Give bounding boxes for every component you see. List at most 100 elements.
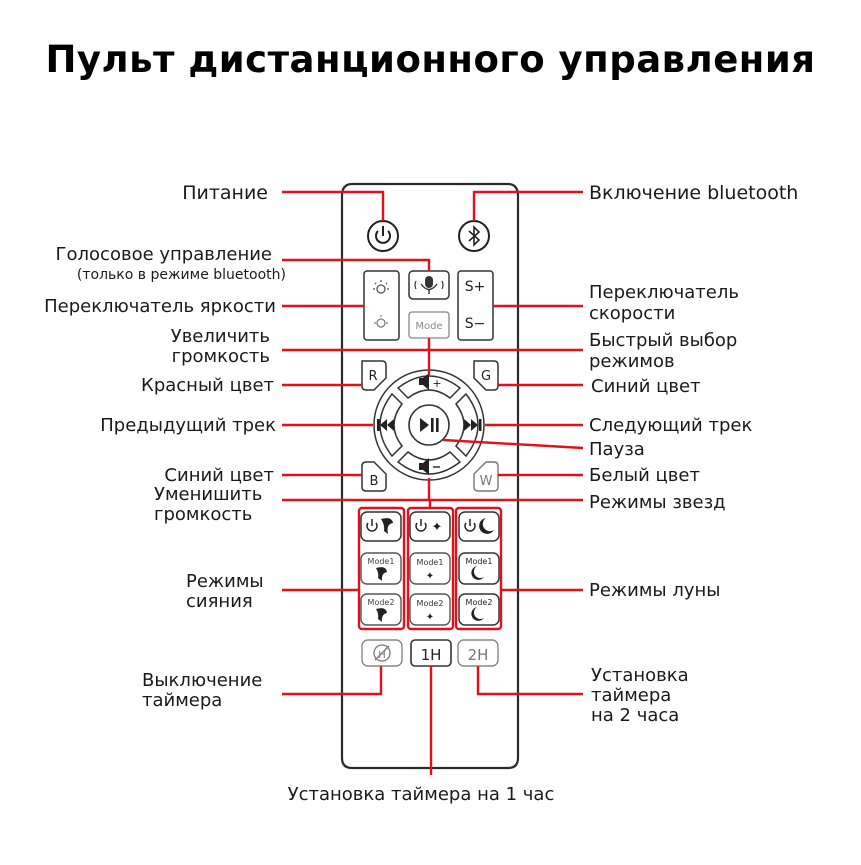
- moon-icon: [471, 607, 484, 621]
- callout-boxes: [357, 506, 503, 631]
- play-pause-icon: [420, 418, 439, 432]
- aurora-modes-group: Mode1 Mode2: [360, 511, 402, 626]
- blue-button-label: B: [370, 474, 379, 489]
- power-icon: [375, 226, 391, 244]
- power-button[interactable]: [367, 220, 399, 252]
- svg-text:+: +: [432, 377, 441, 390]
- label-white-color: Белый цвет: [589, 465, 700, 486]
- svg-text:H: H: [378, 650, 386, 661]
- label-aurora-2: сияния: [186, 591, 253, 612]
- mode-button[interactable]: Mode: [408, 311, 450, 339]
- label-next-track: Следующий трек: [589, 415, 752, 436]
- white-button[interactable]: W: [473, 461, 499, 492]
- red-button[interactable]: R: [361, 360, 387, 391]
- page-title: Пульт дистанционного управления: [45, 38, 816, 81]
- label-speed-1: Переключатель: [589, 282, 739, 303]
- dpad: +: [373, 369, 485, 481]
- next-track-icon: [464, 419, 482, 431]
- speed-up-label: S+: [465, 279, 486, 295]
- callout-lines: [282, 190, 584, 775]
- label-blue-color-right: Синий цвет: [591, 376, 701, 397]
- bluetooth-icon: [468, 225, 481, 247]
- star-power-button[interactable]: ✦: [409, 511, 451, 542]
- moon-icon: [471, 566, 484, 580]
- aurora-mode1-label: Mode1: [368, 557, 395, 566]
- red-button-label: R: [368, 369, 377, 384]
- previous-track-button[interactable]: [377, 392, 403, 458]
- timer-2h-button-label: 2H: [468, 646, 489, 664]
- label-timer-2h-3: на 2 часа: [591, 705, 679, 726]
- moon-mode2-button[interactable]: Mode2: [458, 593, 500, 626]
- label-timer-2h-1: Установка: [591, 665, 689, 686]
- aurora-icon: [381, 518, 393, 534]
- moon-power-button[interactable]: [458, 511, 500, 542]
- label-prev-track: Предыдущий трек: [100, 415, 276, 436]
- timer-off-button[interactable]: H: [361, 639, 403, 667]
- moon-modes-group: Mode1 Mode2: [458, 511, 500, 626]
- aurora-power-button[interactable]: [360, 511, 402, 542]
- label-vol-down-2: громкость: [154, 504, 252, 525]
- label-brightness: Переключатель яркости: [44, 296, 276, 317]
- timer-2h-button[interactable]: 2H: [457, 639, 499, 667]
- moon-mode2-label: Mode2: [466, 598, 493, 607]
- play-pause-button[interactable]: [408, 404, 450, 446]
- label-blue-color-left: Синий цвет: [164, 465, 274, 486]
- moon-mode1-label: Mode1: [466, 557, 493, 566]
- brightness-down-icon: [374, 315, 388, 328]
- aurora-icon: [376, 608, 387, 622]
- bluetooth-button[interactable]: [458, 220, 490, 252]
- previous-track-icon: [377, 419, 394, 431]
- speed-buttons[interactable]: S+ S−: [457, 270, 494, 341]
- blue-button[interactable]: B: [361, 461, 387, 492]
- moon-mode1-button[interactable]: Mode1: [458, 552, 500, 585]
- label-voice-1: Голосовое управление: [56, 244, 272, 265]
- timer-1h-button[interactable]: 1H: [410, 639, 452, 667]
- green-button-label: G: [481, 369, 491, 384]
- label-bluetooth-on: Включение bluetooth: [589, 182, 798, 204]
- white-button-label: W: [480, 474, 493, 489]
- label-power: Питание: [182, 182, 268, 204]
- label-timer-off-1: Выключение: [142, 670, 262, 691]
- label-quick-mode-1: Быстрый выбор: [589, 330, 737, 351]
- microphone-icon: [414, 276, 444, 294]
- aurora-mode2-button[interactable]: Mode2: [360, 593, 402, 626]
- label-red-color: Красный цвет: [141, 375, 274, 396]
- label-voice-2: (только в режиме bluetooth): [77, 267, 286, 283]
- label-quick-mode-2: режимов: [589, 351, 675, 372]
- volume-down-button[interactable]: [396, 451, 462, 475]
- star-icon: ✦: [426, 571, 434, 582]
- star-icon: ✦: [432, 520, 443, 535]
- label-aurora-1: Режимы: [186, 571, 264, 592]
- star-mode2-label: Mode2: [417, 599, 444, 608]
- aurora-mode2-label: Mode2: [368, 598, 395, 607]
- brightness-up-icon: [373, 280, 389, 294]
- speed-down-label: S−: [465, 316, 486, 332]
- label-star-modes: Режимы звезд: [589, 492, 726, 513]
- voice-button[interactable]: [408, 270, 450, 300]
- aurora-mode1-button[interactable]: Mode1: [360, 552, 402, 585]
- volume-up-icon: +: [419, 373, 442, 390]
- star-mode1-button[interactable]: Mode1 ✦: [409, 552, 451, 585]
- label-vol-down-1: Уменишить: [154, 484, 262, 505]
- label-timer-2h-2: таймера: [591, 685, 671, 706]
- volume-up-button[interactable]: +: [396, 373, 462, 399]
- label-timer-off-2: таймера: [142, 690, 222, 711]
- timer-off-icon: H: [373, 644, 391, 662]
- label-moon-modes: Режимы луны: [589, 580, 721, 601]
- label-pause: Пауза: [589, 439, 645, 460]
- moon-icon: [479, 518, 494, 534]
- label-vol-up-2: громкость: [172, 346, 270, 367]
- aurora-icon: [376, 567, 387, 581]
- star-mode2-button[interactable]: Mode2 ✦: [409, 593, 451, 626]
- label-speed-2: скорости: [589, 303, 675, 324]
- star-modes-group: ✦ Mode1 ✦ Mode2 ✦: [409, 511, 451, 626]
- volume-down-icon: [419, 458, 440, 475]
- brightness-buttons[interactable]: [363, 270, 400, 341]
- label-vol-up-1: Увеличить: [171, 326, 270, 347]
- labels: Питание Включение bluetooth Голосовое уп…: [44, 182, 798, 805]
- mode-button-label: Mode: [415, 321, 442, 332]
- star-mode1-label: Mode1: [417, 558, 444, 567]
- label-timer-1h: Установка таймера на 1 час: [288, 784, 555, 805]
- timer-1h-button-label: 1H: [421, 646, 442, 664]
